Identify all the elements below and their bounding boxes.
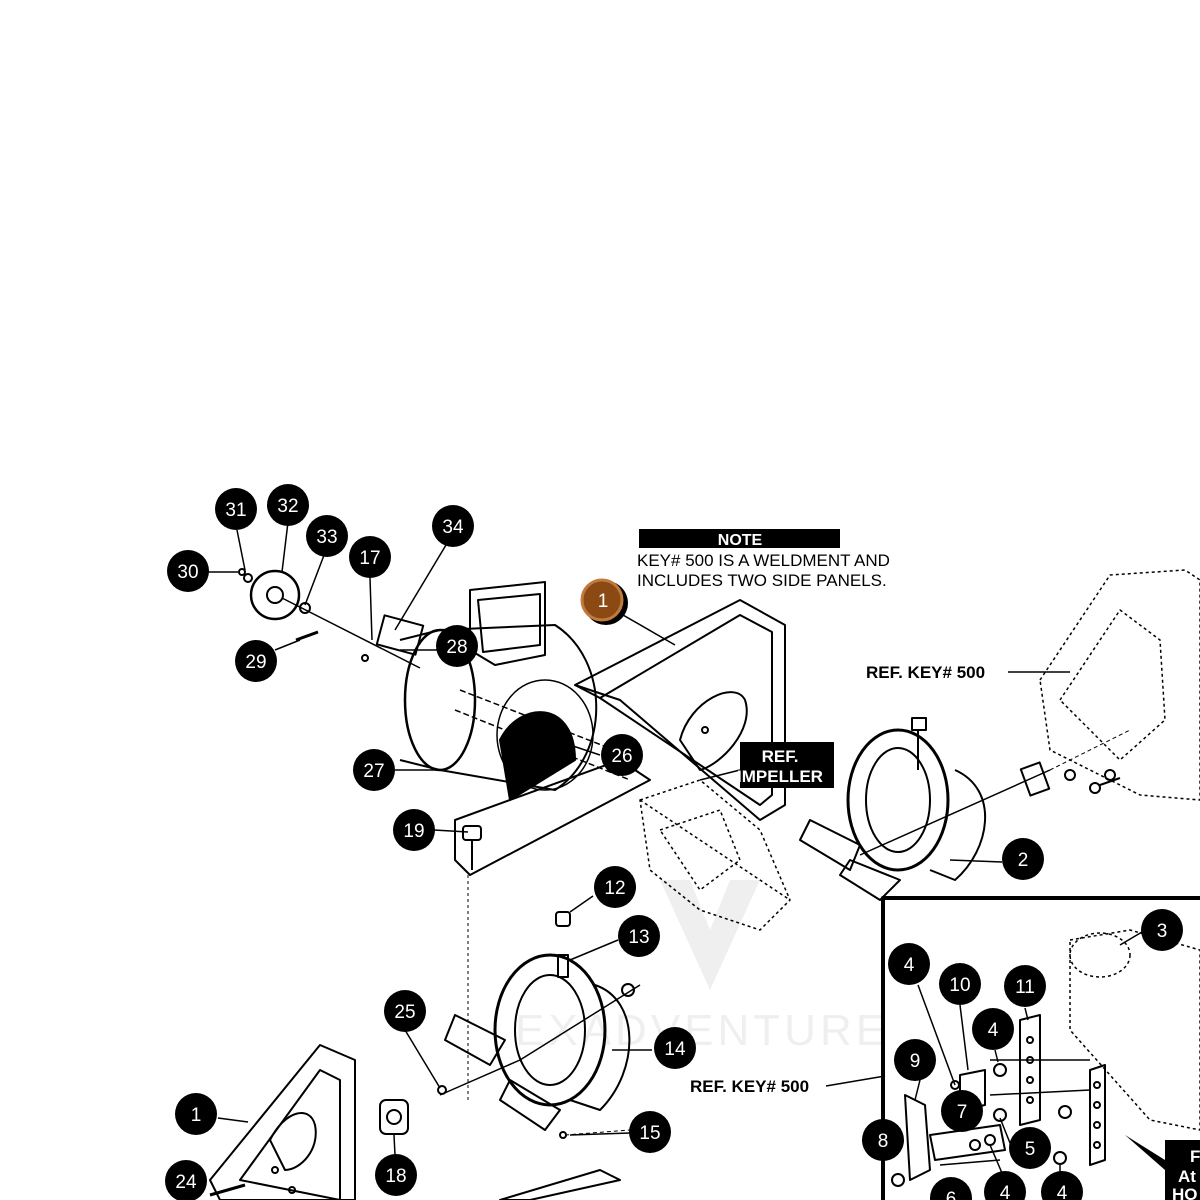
callout-25-label: 25: [394, 1002, 415, 1023]
callout-30-label: 30: [177, 562, 198, 583]
callout-28[interactable]: 28: [436, 625, 478, 667]
ref-key-ghost-top: [1039, 569, 1200, 801]
callout-4c-label: 4: [1000, 1183, 1011, 1200]
leader-lines: [208, 521, 1143, 1181]
auger-right: [799, 717, 1131, 901]
callout-5-label: 5: [1025, 1139, 1036, 1160]
callout-12[interactable]: 12: [594, 866, 636, 908]
callout-7[interactable]: 7: [941, 1090, 983, 1132]
callout-9[interactable]: 9: [894, 1039, 936, 1081]
callout-19[interactable]: 19: [393, 809, 435, 851]
callout-13-label: 13: [628, 927, 649, 948]
pulley-assembly: [238, 568, 425, 669]
impeller-ghost: [639, 779, 791, 931]
callout-2[interactable]: 2: [1002, 838, 1044, 880]
note-line-2: INCLUDES TWO SIDE PANELS.: [637, 571, 887, 590]
callout-31[interactable]: 31: [215, 488, 257, 530]
note-heading-bar: [639, 529, 840, 548]
callout-33[interactable]: 33: [306, 515, 348, 557]
bolt-19: [462, 825, 482, 1100]
callout-11-label: 11: [1015, 977, 1035, 998]
callout-26-label: 26: [611, 746, 632, 767]
callout-4b[interactable]: 4: [972, 1008, 1014, 1050]
note-heading: NOTE: [718, 532, 763, 549]
callout-19-label: 19: [403, 821, 424, 842]
callout-26[interactable]: 26: [601, 734, 643, 776]
callout-6-label: 6: [946, 1189, 957, 1200]
callout-18[interactable]: 18: [375, 1154, 417, 1196]
callout-6[interactable]: 6: [930, 1177, 972, 1200]
auger-housing: [399, 581, 786, 876]
note-block: NOTE KEY# 500 IS A WELDMENT AND INCLUDES…: [637, 529, 890, 590]
callout-4d[interactable]: 4: [1041, 1171, 1083, 1200]
callout-32-label: 32: [277, 496, 298, 517]
callout-10[interactable]: 10: [939, 963, 981, 1005]
callout-1-bottom-label: 1: [191, 1105, 202, 1126]
callout-4a-label: 4: [904, 955, 915, 976]
callout-11[interactable]: 11: [1004, 965, 1046, 1007]
ref-key-label-top: REF. KEY# 500: [866, 663, 985, 682]
callout-2-label: 2: [1018, 850, 1029, 871]
corner-box-line-2: At: [1178, 1167, 1196, 1186]
callout-13[interactable]: 13: [618, 915, 660, 957]
callout-33-label: 33: [316, 527, 337, 548]
callout-27[interactable]: 27: [353, 749, 395, 791]
callout-29-label: 29: [245, 652, 266, 673]
callouts: 31 32 33 30 17 34 29 28 1 26 27 19 2 12 …: [165, 484, 1183, 1200]
inset-box: [881, 896, 1200, 1200]
corner-box-line-3: HO: [1172, 1185, 1198, 1200]
callout-3-label: 3: [1157, 921, 1168, 942]
callout-10-label: 10: [949, 975, 970, 996]
callout-31-label: 31: [225, 500, 246, 521]
corner-info-box: F At HO: [1125, 1135, 1200, 1200]
side-panel-lower-left: [209, 1044, 409, 1200]
callout-14-label: 14: [664, 1039, 686, 1060]
callout-9-label: 9: [910, 1051, 921, 1072]
callout-32[interactable]: 32: [267, 484, 309, 526]
corner-box-line-1: F: [1190, 1147, 1200, 1166]
callout-15[interactable]: 15: [629, 1111, 671, 1153]
note-line-1: KEY# 500 IS A WELDMENT AND: [637, 551, 890, 570]
callout-29[interactable]: 29: [235, 640, 277, 682]
callout-4a[interactable]: 4: [888, 943, 930, 985]
callout-8[interactable]: 8: [862, 1119, 904, 1161]
callout-28-label: 28: [446, 637, 467, 658]
callout-34-label: 34: [442, 517, 464, 538]
callout-25[interactable]: 25: [384, 990, 426, 1032]
callout-8-label: 8: [878, 1131, 889, 1152]
callout-34[interactable]: 34: [432, 505, 474, 547]
callout-17[interactable]: 17: [349, 536, 391, 578]
ref-impeller-label: REF. IMPELLER: [737, 742, 834, 788]
callout-3[interactable]: 3: [1141, 909, 1183, 951]
callout-15-label: 15: [639, 1123, 660, 1144]
callout-7-label: 7: [957, 1102, 968, 1123]
auger-lower: [437, 911, 641, 1200]
callout-30[interactable]: 30: [167, 550, 209, 592]
ref-impeller-line-1: REF.: [762, 747, 799, 766]
callout-27-label: 27: [363, 761, 384, 782]
callout-24-label: 24: [175, 1172, 197, 1193]
line-art: [208, 521, 1200, 1200]
watermark-text: EXADVENTURE: [515, 1006, 889, 1055]
callout-5[interactable]: 5: [1009, 1127, 1051, 1169]
callout-1-bottom[interactable]: 1: [175, 1093, 217, 1135]
callout-1-highlight[interactable]: 1: [580, 578, 628, 625]
ref-key-label-bottom: REF. KEY# 500: [690, 1077, 809, 1096]
callout-12-label: 12: [604, 878, 625, 899]
callout-14[interactable]: 14: [654, 1027, 696, 1069]
callout-1-highlight-label: 1: [598, 591, 609, 612]
callout-4c[interactable]: 4: [984, 1171, 1026, 1200]
callout-17-label: 17: [359, 548, 380, 569]
callout-18-label: 18: [385, 1166, 406, 1187]
ref-impeller-line-2: IMPELLER: [737, 767, 823, 786]
callout-4d-label: 4: [1057, 1183, 1068, 1200]
watermark-logo: [660, 880, 760, 990]
callout-24[interactable]: 24: [165, 1160, 207, 1200]
callout-4b-label: 4: [988, 1020, 999, 1041]
